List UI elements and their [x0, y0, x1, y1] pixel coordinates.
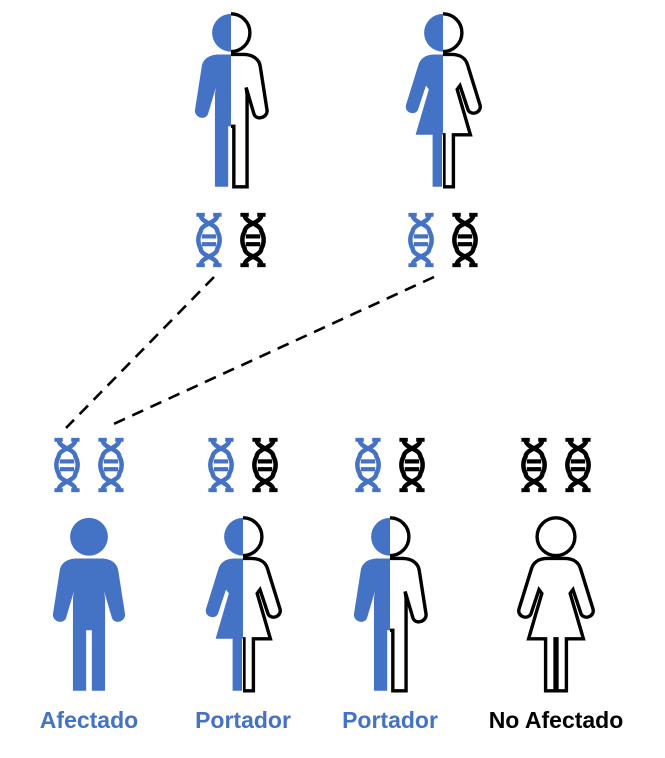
- dna-icon-affected: [350, 430, 386, 500]
- allele-pair: [516, 430, 596, 500]
- dna-icon-normal: [247, 430, 283, 500]
- inheritance-line: [65, 276, 215, 429]
- dna-icon-normal: [394, 430, 430, 500]
- child-label: Portador: [195, 707, 291, 733]
- child-label: Portador: [342, 707, 438, 733]
- dna-icon-affected: [403, 205, 439, 275]
- dna-icon-normal: [560, 430, 596, 500]
- allele-pair: [403, 205, 483, 275]
- allele-pair: [350, 430, 430, 500]
- male-figure-icon: [52, 517, 126, 691]
- female-figure-icon: [405, 12, 482, 189]
- female-figure-icon: [205, 516, 282, 693]
- child-2-portador: Portador: [158, 430, 328, 733]
- female-figure-icon: [517, 516, 595, 693]
- child-4-no-afectado: No Afectado: [471, 430, 641, 733]
- dna-icon-normal: [447, 205, 483, 275]
- child-label: No Afectado: [488, 707, 624, 733]
- dna-icon-affected: [49, 430, 85, 500]
- parent-father: [146, 11, 316, 275]
- dna-icon-normal: [516, 430, 552, 500]
- dna-icon-affected: [203, 430, 239, 500]
- child-3-portador: Portador: [305, 430, 475, 733]
- inheritance-line: [106, 275, 435, 429]
- child-label: Afectado: [39, 707, 139, 733]
- child-1-afectado: Afectado: [4, 430, 174, 733]
- parent-mother: [358, 11, 528, 275]
- allele-pair: [191, 205, 271, 275]
- allele-pair: [203, 430, 283, 500]
- dna-icon-affected: [191, 205, 227, 275]
- dna-icon-affected: [93, 430, 129, 500]
- allele-pair: [49, 430, 129, 500]
- male-figure-icon: [353, 516, 428, 693]
- dna-icon-normal: [235, 205, 271, 275]
- male-figure-icon: [194, 12, 269, 189]
